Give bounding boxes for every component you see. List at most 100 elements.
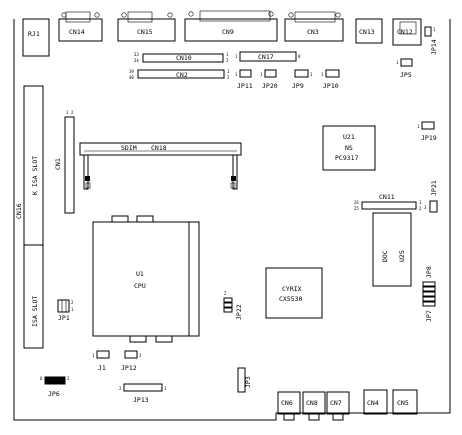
u21-label: U21 [343, 133, 355, 141]
jp6-label: JP6 [48, 390, 60, 398]
jp22-jumper: 2 JP22 [223, 291, 243, 320]
jp13-label: JP13 [133, 396, 149, 404]
cn1-pin-2: 2 [71, 110, 74, 115]
jp5-label: JP5 [400, 71, 412, 79]
jp1-jumper: 2 1 JP1 [57, 299, 74, 322]
jp19-label: JP19 [421, 134, 437, 142]
svg-text:1: 1 [396, 60, 399, 65]
cn2-pin-2: 2 [227, 75, 230, 80]
u21-vendor-label: NS [345, 144, 353, 152]
cn9-connector: CN9 [184, 10, 278, 42]
cn3-connector: CN3 [284, 11, 344, 42]
cn10-pin-1: 1 [226, 52, 229, 57]
u1-label: U1 [136, 270, 144, 278]
cn8-connector: CN8 [302, 391, 326, 421]
jp10-jumper: 1 JP10 [321, 69, 340, 90]
cn16-isa-slots: CN16 K ISA SLOT ISA SLOT [15, 85, 44, 349]
svg-text:1: 1 [164, 386, 167, 391]
svg-text:2: 2 [119, 386, 122, 391]
cn15-connector: CN15 [117, 11, 176, 42]
cn13-connector: CN13 [355, 18, 383, 44]
isa-slot-lower-label: ISA SLOT [31, 296, 39, 327]
rj1-label: RJ1 [28, 30, 40, 38]
cn10-pin-2: 2 [226, 58, 229, 63]
cn12-label: CN12 [397, 28, 413, 36]
j1-label: J1 [98, 364, 106, 372]
u21-part-label: PC9317 [335, 154, 359, 162]
cn10-label: CN10 [176, 54, 192, 62]
cn2-header: 39 40 1 2 CN2 [129, 69, 230, 80]
board-outline [13, 19, 451, 421]
cn17-pin-1: 1 [235, 54, 238, 59]
cn10-pin-34: 34 [134, 58, 139, 63]
cn4-connector: CN4 [363, 389, 388, 415]
sdim-label: SDIM [121, 144, 137, 152]
cn2-pin-39: 39 [129, 69, 134, 74]
jp3-label: JP3 [244, 376, 252, 388]
jp21-jumper: 3 JP21 [424, 180, 438, 213]
svg-text:2: 2 [71, 300, 74, 305]
cyrix-cx5530-chip: CYRIX CX5530 [265, 267, 323, 319]
jp20-jumper: 1 JP20 [260, 69, 278, 90]
svg-text:1: 1 [433, 27, 436, 32]
jp12-label: JP12 [121, 364, 137, 372]
cn13-label: CN13 [359, 28, 375, 36]
cn7-label: CN7 [330, 399, 342, 407]
cyrix-label: CYRIX [282, 285, 302, 293]
cn10-header: 33 34 1 2 CN10 [134, 52, 229, 63]
cn2-pin-40: 40 [129, 75, 134, 80]
jp20-label: JP20 [262, 82, 278, 90]
svg-text:1: 1 [71, 307, 74, 312]
sdim-socket-cn18: SDIM CN18 [79, 142, 242, 190]
cn6-label: CN6 [281, 399, 293, 407]
u21-chip: U21 NS PC9317 [322, 125, 376, 171]
cn1-pin-1: 1 [66, 110, 69, 115]
doc-u25-chip: DOC U25 [372, 212, 412, 287]
rj1-connector: RJ1 [22, 18, 50, 57]
svg-text:1: 1 [417, 124, 420, 129]
jp21-label: JP21 [430, 180, 438, 196]
svg-text:6: 6 [40, 376, 43, 381]
svg-text:2: 2 [139, 353, 142, 358]
cn17-pin-8: 8 [298, 54, 301, 59]
cn5-connector: CN5 [392, 389, 418, 415]
doc-label: DOC [381, 250, 389, 262]
jp14-label: JP14 [430, 39, 438, 55]
cn1-label: CN1 [54, 158, 62, 170]
cn3-label: CN3 [307, 28, 319, 36]
svg-text:2: 2 [67, 376, 70, 381]
cn17-header: 1 8 CN17 [235, 51, 301, 62]
cn2-pin-1: 1 [227, 69, 230, 74]
svg-text:2: 2 [224, 291, 227, 296]
svg-text:1: 1 [235, 72, 238, 77]
jp5-jumper: 1 JP5 [396, 58, 413, 79]
svg-text:1: 1 [260, 72, 263, 77]
cn8-label: CN8 [306, 399, 318, 407]
jp7-label: JP7 [425, 310, 433, 322]
u25-label: U25 [398, 250, 406, 262]
cn7-connector: CN7 [326, 391, 350, 421]
cn9-label: CN9 [222, 28, 234, 36]
jp9-label: JP9 [292, 82, 304, 90]
jp3-jumper: JP3 [237, 367, 252, 393]
jp13-header: 2 1 JP13 [119, 383, 167, 404]
cn6-connector: CN6 [277, 391, 301, 421]
jp11-label: JP11 [237, 82, 253, 90]
cn15-label: CN15 [137, 28, 153, 36]
cn11-pin-25: 25 [354, 206, 359, 211]
jp6-jumper: 6 2 JP6 [40, 376, 70, 398]
cx5530-label: CX5530 [279, 295, 303, 303]
j1-jumper: 1 J1 [92, 350, 110, 372]
cn1-header: 1 2 CN1 [54, 110, 75, 214]
svg-text:1: 1 [92, 353, 95, 358]
svg-text:1: 1 [310, 72, 313, 77]
jp19-jumper: 1 JP19 [417, 121, 437, 142]
cn4-label: CN4 [367, 399, 379, 407]
cn11-header: 26 25 1 2 CN11 [354, 193, 422, 211]
jp1-label: JP1 [58, 314, 70, 322]
cn11-label: CN11 [379, 193, 395, 201]
cn11-pin-2: 2 [419, 206, 422, 211]
cn14-connector: CN14 [58, 11, 103, 42]
